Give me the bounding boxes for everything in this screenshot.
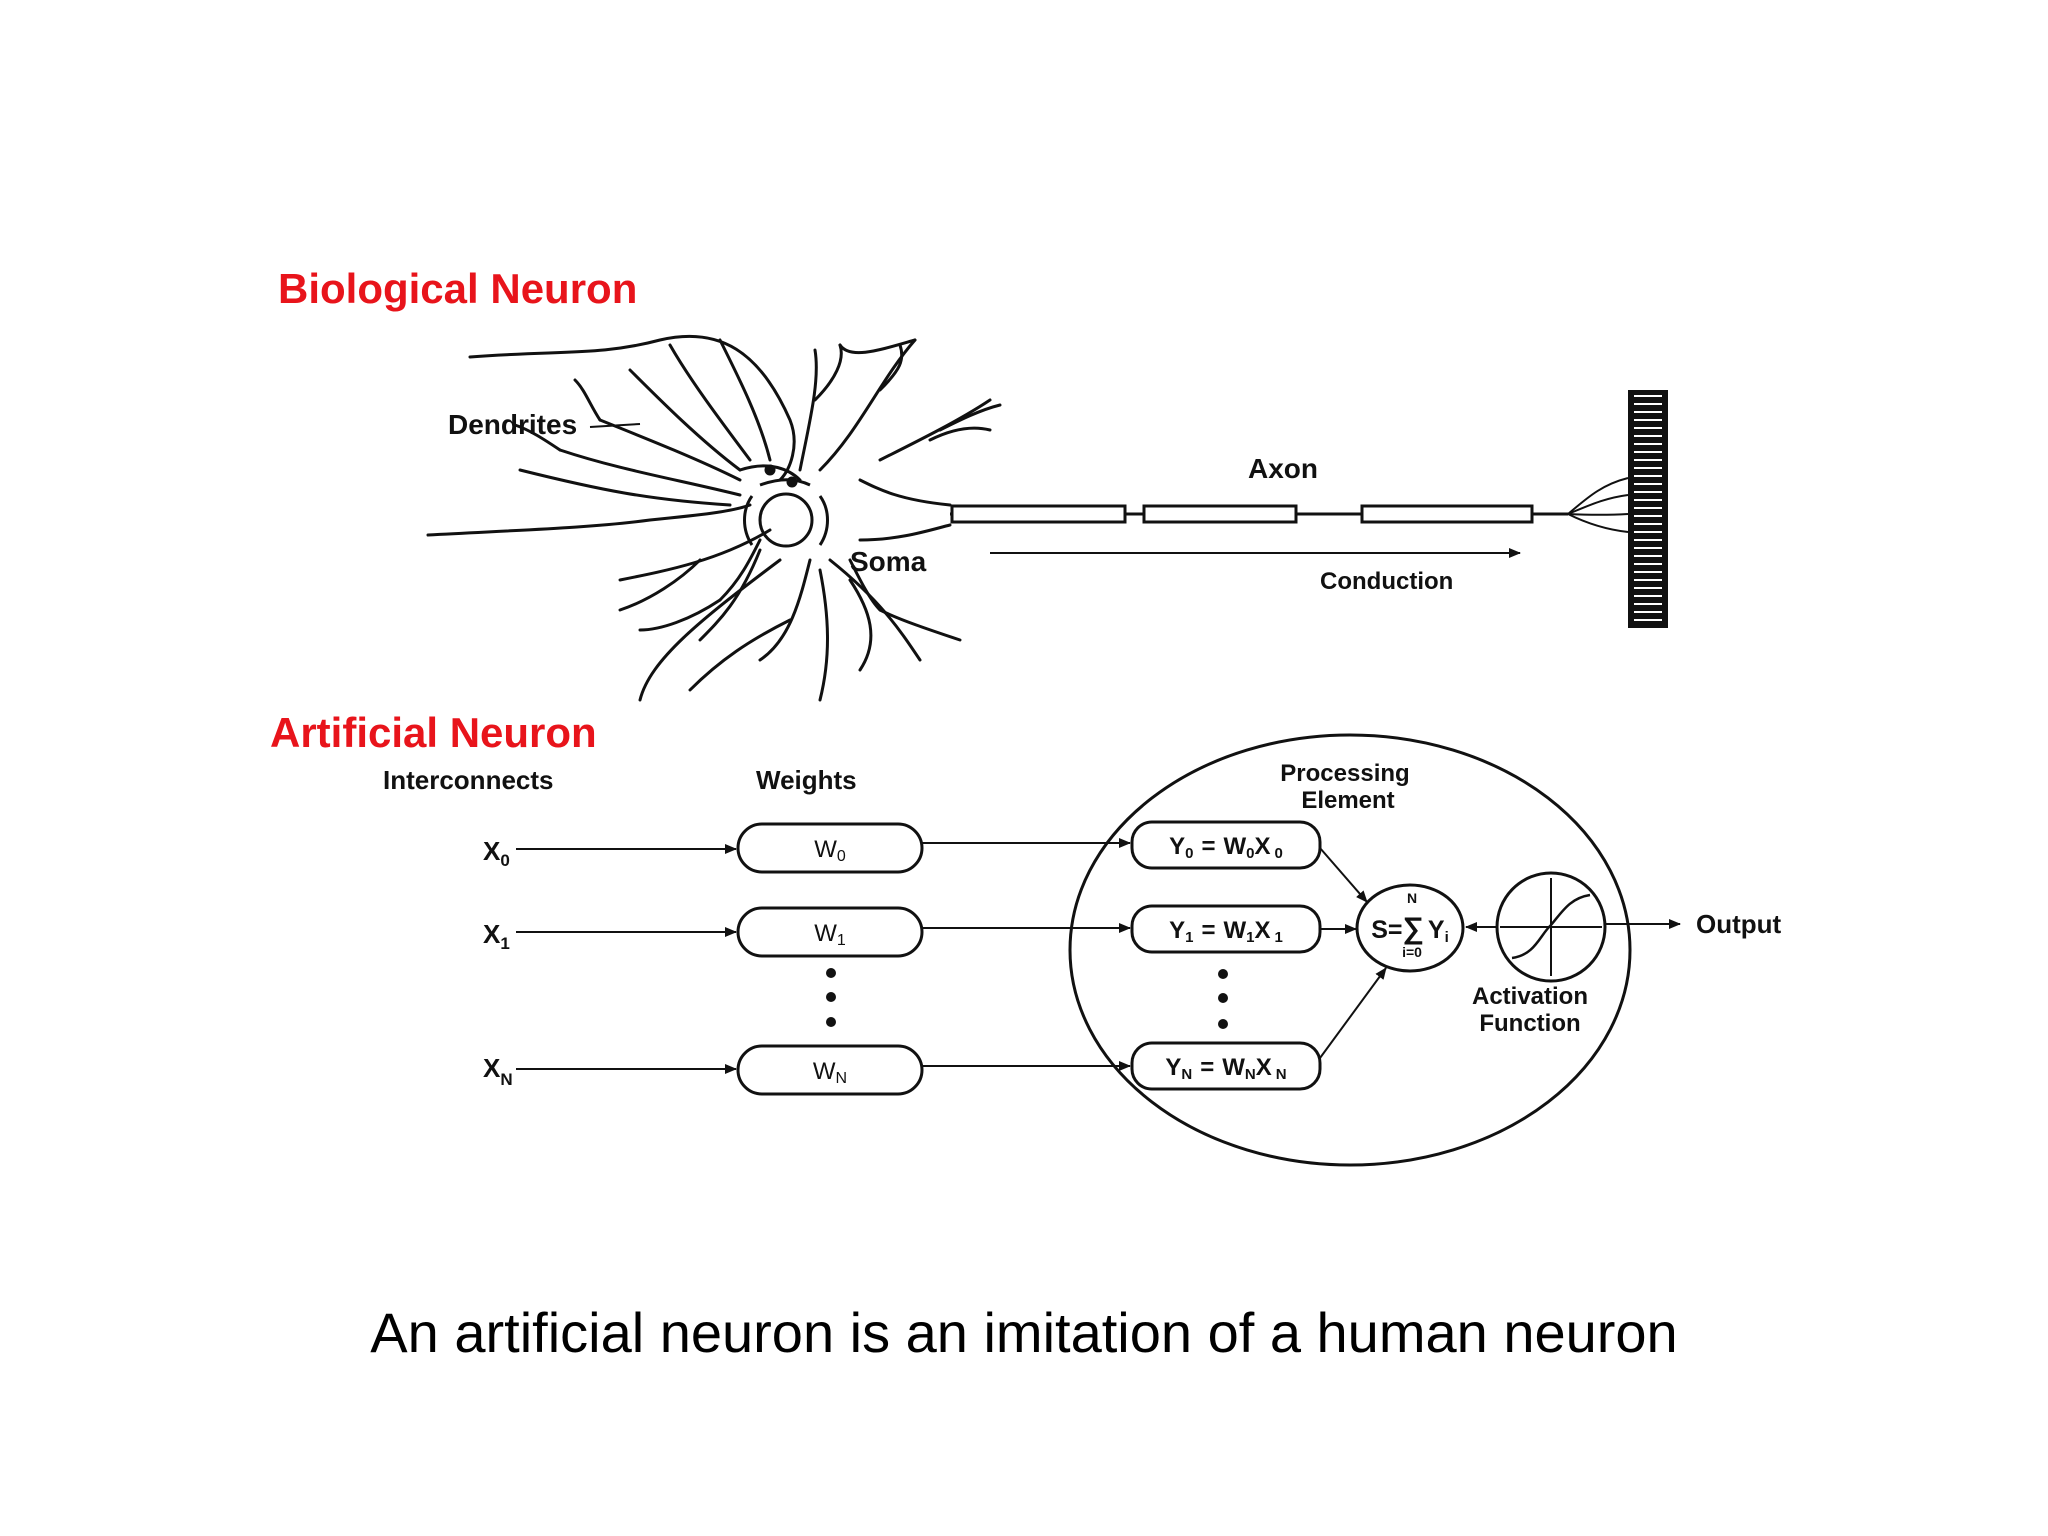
activation-function-node [1495, 871, 1607, 983]
sum-input-arrow [1319, 967, 1387, 1059]
interconnects-label: Interconnects [383, 765, 554, 795]
neuron-drawing [426, 334, 1002, 702]
input-label: X0 [483, 836, 510, 870]
soma-body [743, 464, 829, 548]
weight-label: W0 [814, 836, 846, 865]
product-box [1130, 820, 1322, 870]
conduction-label: Conduction [1320, 568, 1453, 595]
sum-input-arrow [1319, 847, 1368, 903]
input-label: X1 [483, 919, 510, 953]
weight-label: W1 [814, 920, 846, 949]
processing-element [1068, 733, 1632, 1167]
weight-box [736, 822, 924, 874]
soma-label: Soma [850, 546, 927, 577]
activation-function-label: Function [1479, 1010, 1580, 1037]
weight-box [736, 906, 924, 958]
summation-node [1355, 883, 1465, 973]
axon-label: Axon [1248, 453, 1318, 484]
output-label: Output [1696, 909, 1782, 939]
biological-neuron-heading: Biological Neuron [278, 265, 637, 312]
dendrites-pointer [589, 423, 641, 428]
processing-element-label: Element [1301, 787, 1394, 814]
weight-box [736, 1044, 924, 1096]
activation-function-label: Activation [1472, 983, 1588, 1010]
summation-upper: N [1407, 890, 1417, 906]
slide-caption: An artificial neuron is an imitation of … [370, 1301, 1678, 1364]
weights-label: Weights [756, 765, 857, 795]
input-label: XN [483, 1053, 513, 1089]
artificial-neuron-heading: Artificial Neuron [270, 709, 597, 756]
product-box [1130, 1041, 1322, 1091]
processing-element-label: Processing [1280, 760, 1409, 787]
summation-lower: i=0 [1402, 944, 1422, 960]
summation-formula: S=∑Yi [1371, 912, 1449, 946]
synapse-target [1628, 390, 1668, 628]
dendrites-label: Dendrites [448, 409, 577, 440]
axon-shaft [950, 477, 1629, 533]
ellipsis-dots [826, 968, 1228, 1029]
weight-label: WN [813, 1058, 847, 1087]
